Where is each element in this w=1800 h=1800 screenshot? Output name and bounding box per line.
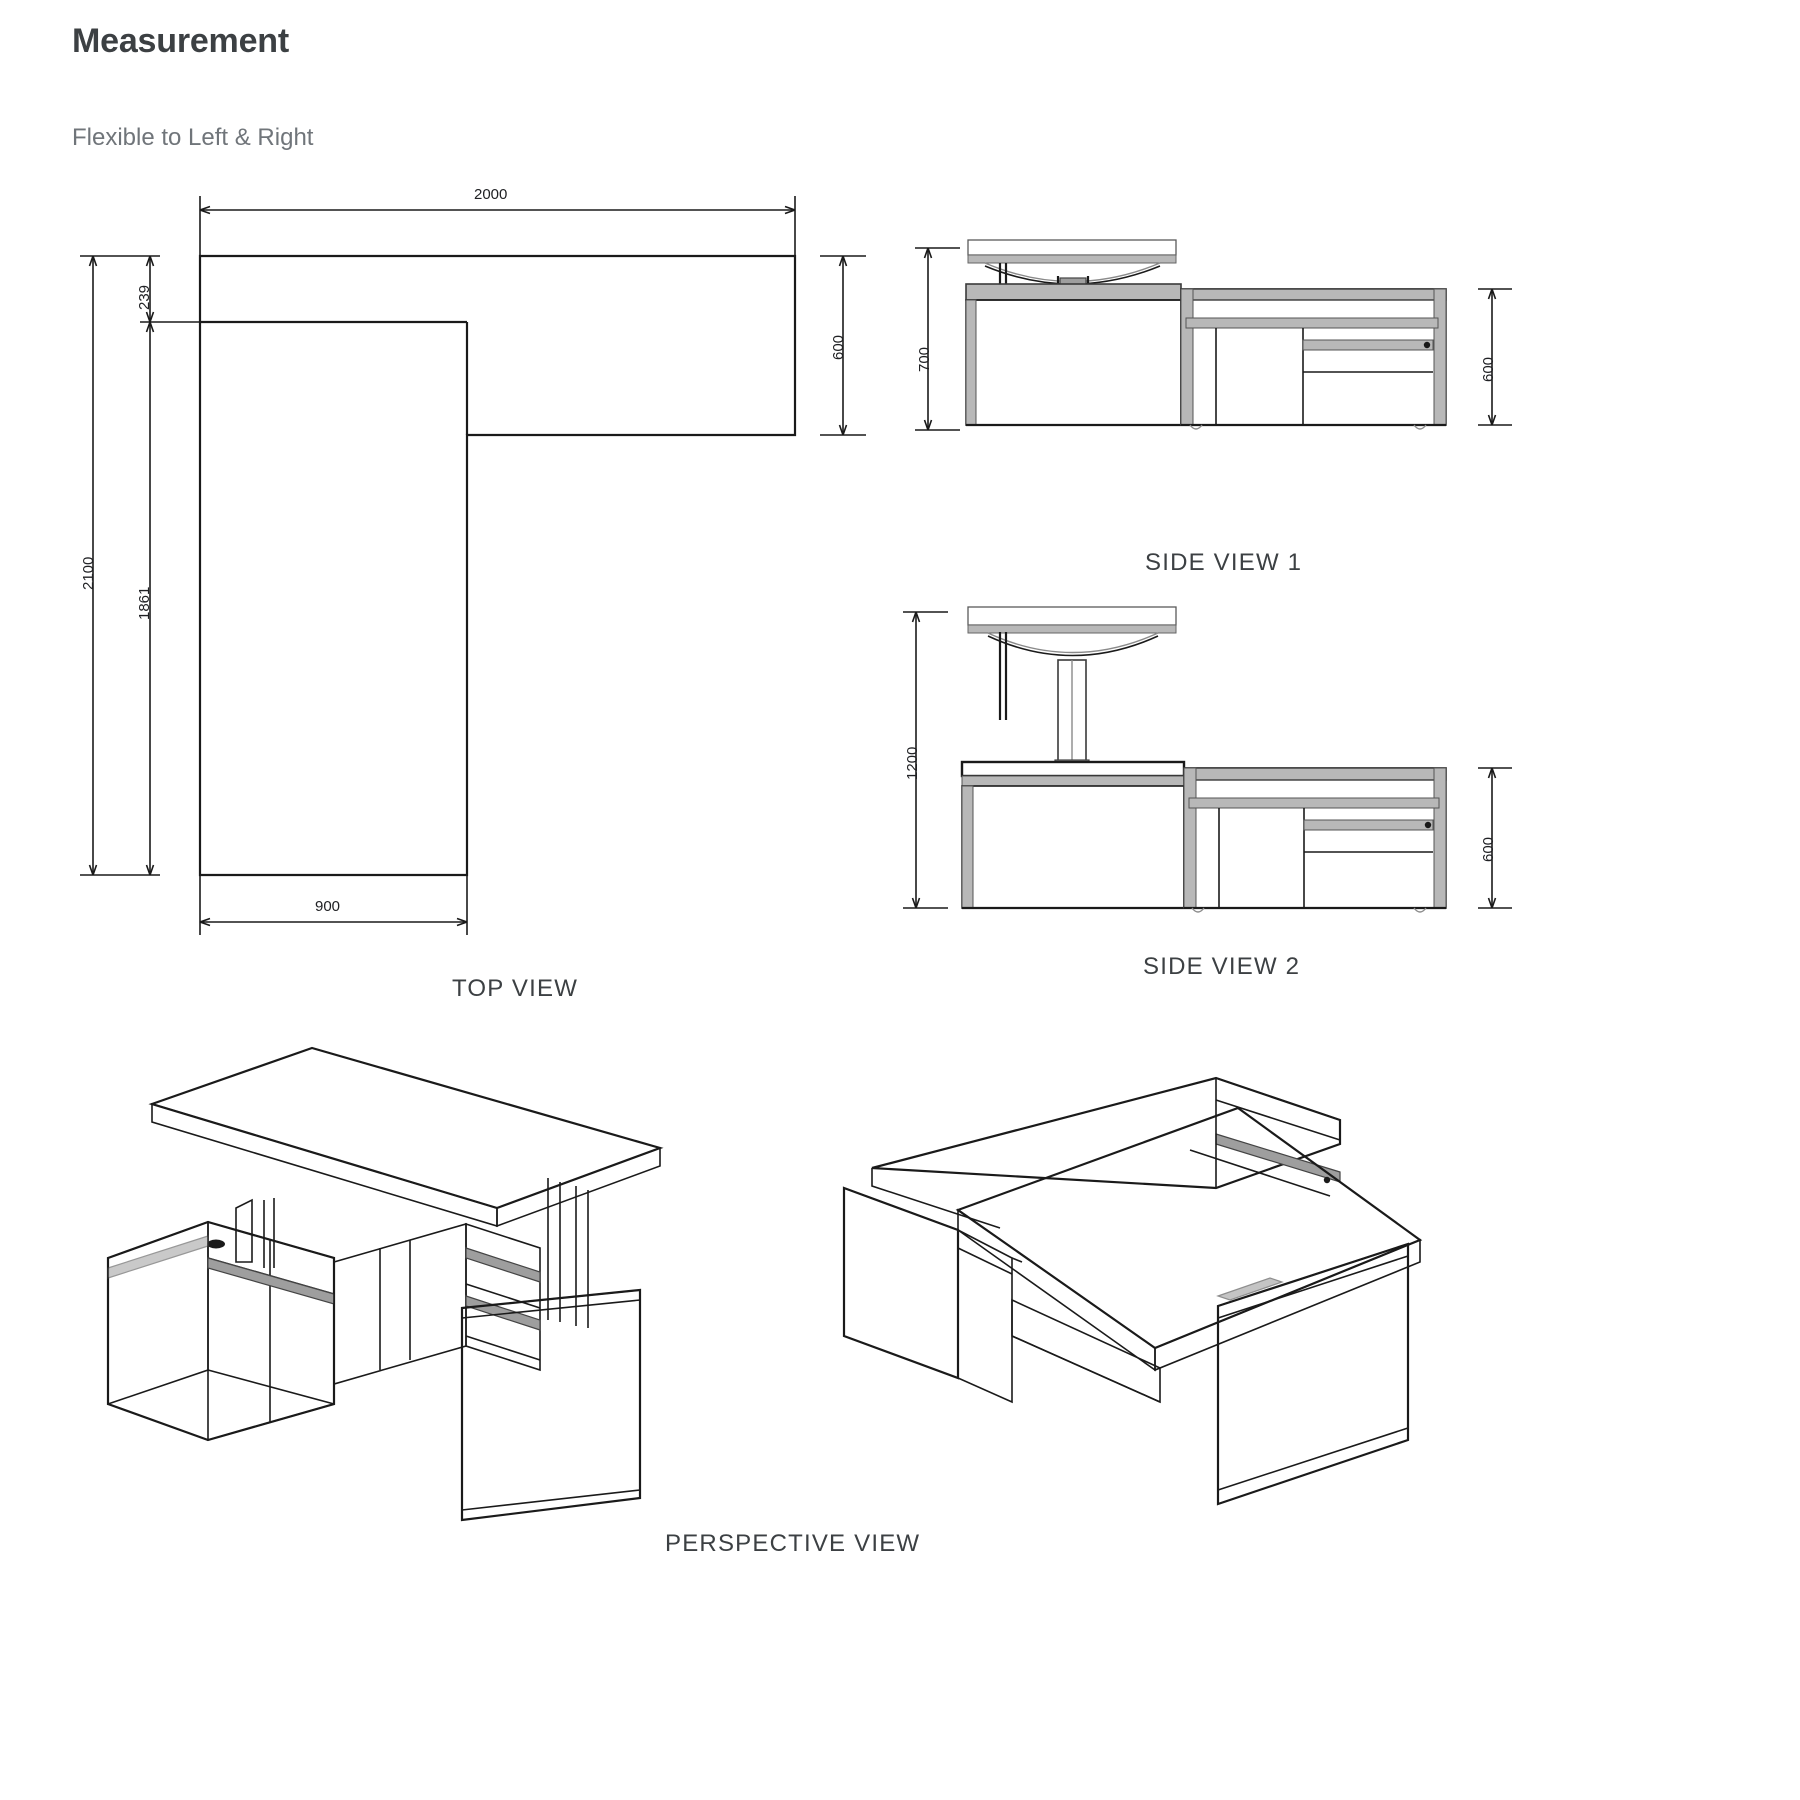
top-view-label: TOP VIEW bbox=[452, 975, 579, 1002]
page-subtitle: Flexible to Left & Right bbox=[72, 124, 314, 151]
side-view-1-label: SIDE VIEW 1 bbox=[1145, 549, 1303, 576]
perspective-view-label: PERSPECTIVE VIEW bbox=[665, 1530, 921, 1557]
side-view-2-label: SIDE VIEW 2 bbox=[1143, 953, 1301, 980]
page-title: Measurement bbox=[72, 22, 289, 60]
dim-top-desk-width: 900 bbox=[315, 898, 341, 915]
dim-top-width: 2000 bbox=[474, 186, 508, 203]
